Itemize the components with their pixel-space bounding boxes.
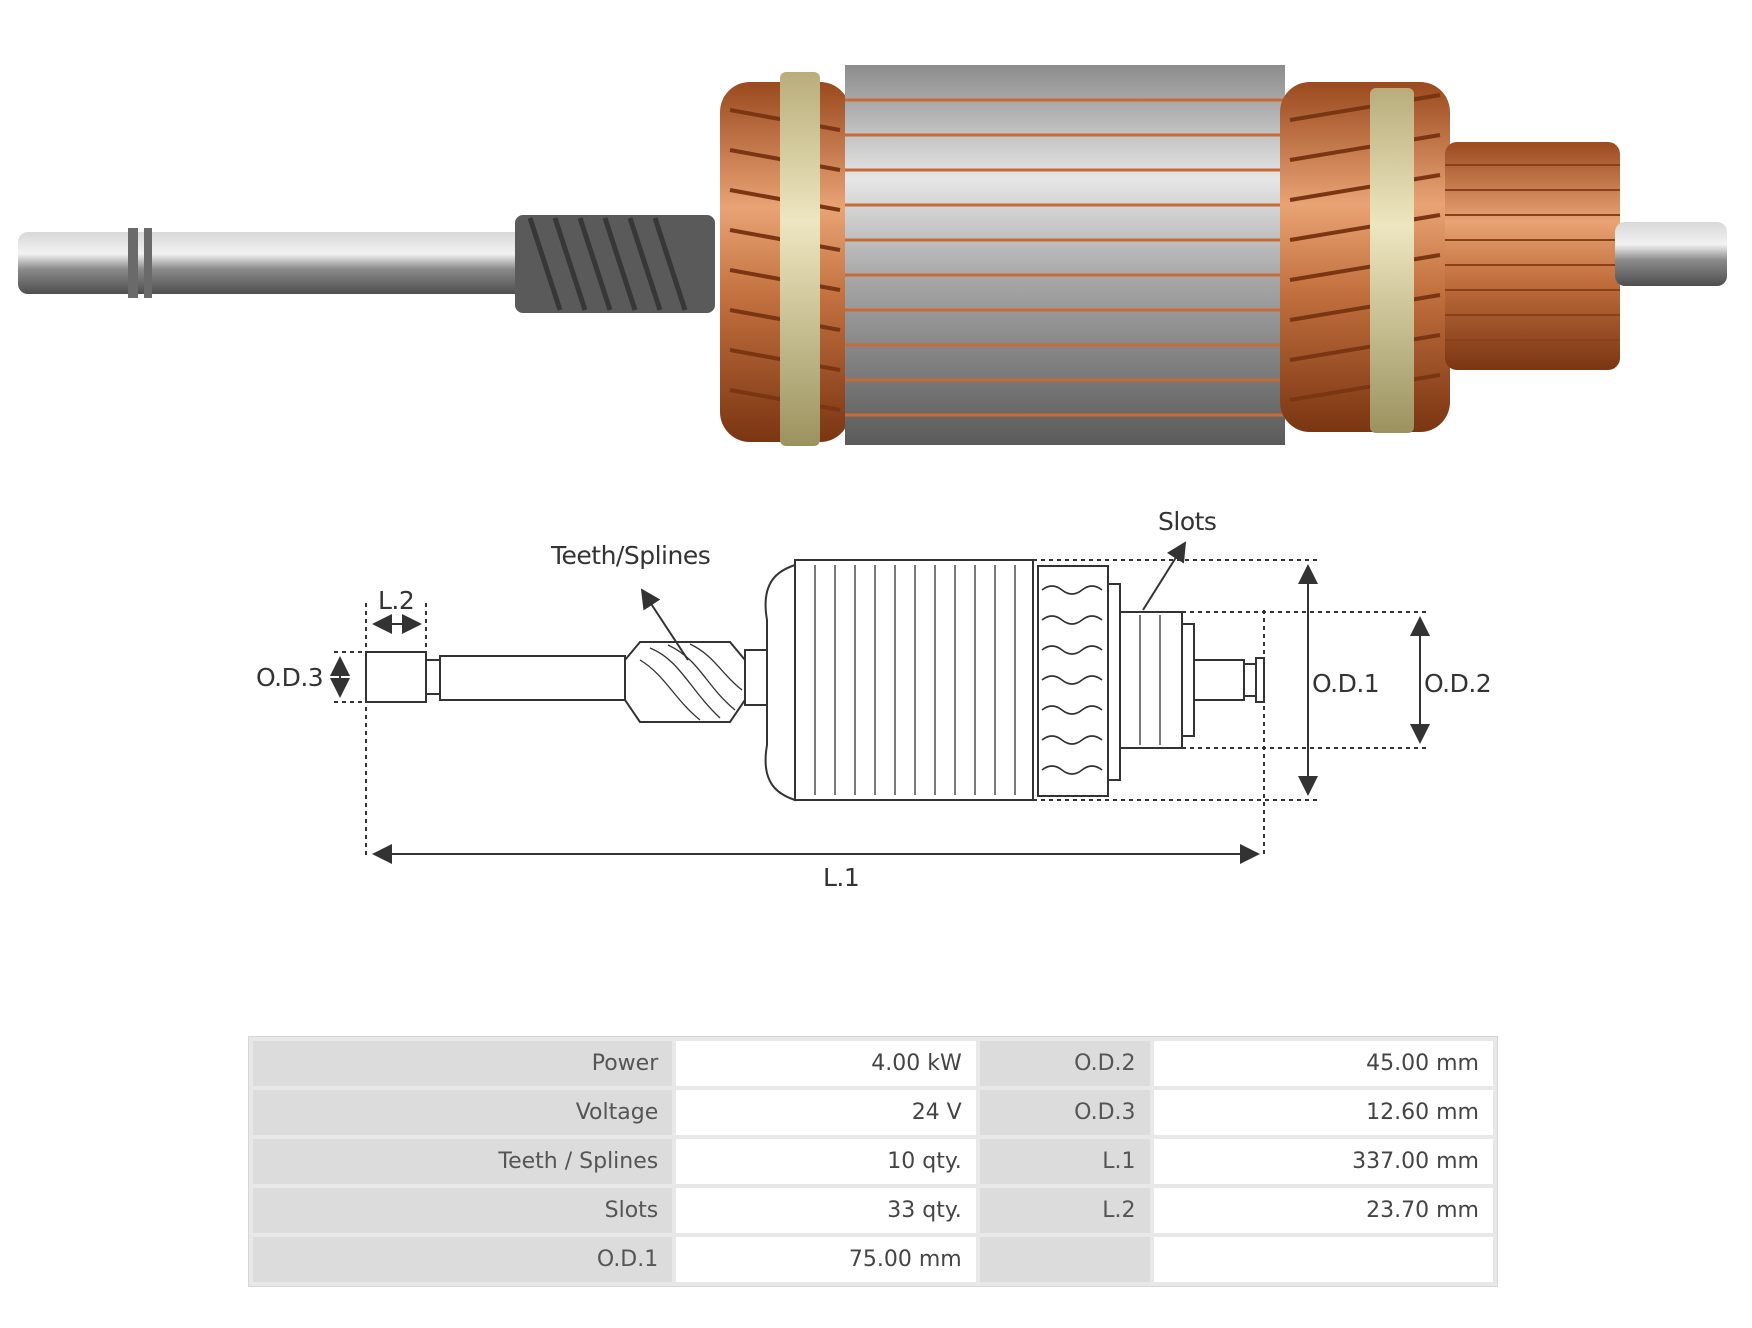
- spec-key: O.D.3: [979, 1090, 1150, 1135]
- spec-value: 12.60 mm: [1153, 1090, 1493, 1135]
- table-row: Teeth / Splines 10 qty. L.1 337.00 mm: [253, 1139, 1493, 1184]
- spec-value: 45.00 mm: [1153, 1041, 1493, 1086]
- spec-value: [1153, 1237, 1493, 1282]
- spec-key: Slots: [253, 1188, 673, 1233]
- spec-key: O.D.1: [253, 1237, 673, 1282]
- label-l2: L.2: [378, 586, 414, 615]
- spec-key: Voltage: [253, 1090, 673, 1135]
- spec-value: 75.00 mm: [676, 1237, 976, 1282]
- spec-value: 24 V: [676, 1090, 976, 1135]
- spec-value: 10 qty.: [676, 1139, 976, 1184]
- armature-core: [794, 559, 1034, 801]
- table-row: Voltage 24 V O.D.3 12.60 mm: [253, 1090, 1493, 1135]
- label-od2: O.D.2: [1424, 669, 1491, 698]
- label-teeth-splines: Teeth/Splines: [550, 541, 710, 570]
- label-l1: L.1: [823, 863, 859, 892]
- dimension-drawing: Teeth/Splines Slots L.2 L.1 O.D.1 O.D.2 …: [256, 507, 1492, 892]
- table-row: Power 4.00 kW O.D.2 45.00 mm: [253, 1041, 1493, 1086]
- spec-value: 337.00 mm: [1153, 1139, 1493, 1184]
- spec-key: Power: [253, 1041, 673, 1086]
- left-winding: [764, 563, 796, 802]
- label-od1: O.D.1: [1312, 669, 1379, 698]
- table-row: O.D.1 75.00 mm: [253, 1237, 1493, 1282]
- spec-key: O.D.2: [979, 1041, 1150, 1086]
- spec-key: L.1: [979, 1139, 1150, 1184]
- shaft: [439, 655, 626, 701]
- spec-table: Power 4.00 kW O.D.2 45.00 mm Voltage 24 …: [248, 1036, 1498, 1287]
- spec-value: 4.00 kW: [676, 1041, 976, 1086]
- shaft-tip: [365, 651, 427, 703]
- label-od3: O.D.3: [256, 663, 323, 692]
- spec-key: L.2: [979, 1188, 1150, 1233]
- armature-photo: [18, 65, 1727, 446]
- commutator: [1119, 611, 1183, 749]
- spec-key: Teeth / Splines: [253, 1139, 673, 1184]
- spec-value: 33 qty.: [676, 1188, 976, 1233]
- table-row: Slots 33 qty. L.2 23.70 mm: [253, 1188, 1493, 1233]
- spec-value: 23.70 mm: [1153, 1188, 1493, 1233]
- spec-key: [979, 1237, 1150, 1282]
- label-slots: Slots: [1158, 507, 1216, 536]
- right-winding: [1037, 565, 1109, 797]
